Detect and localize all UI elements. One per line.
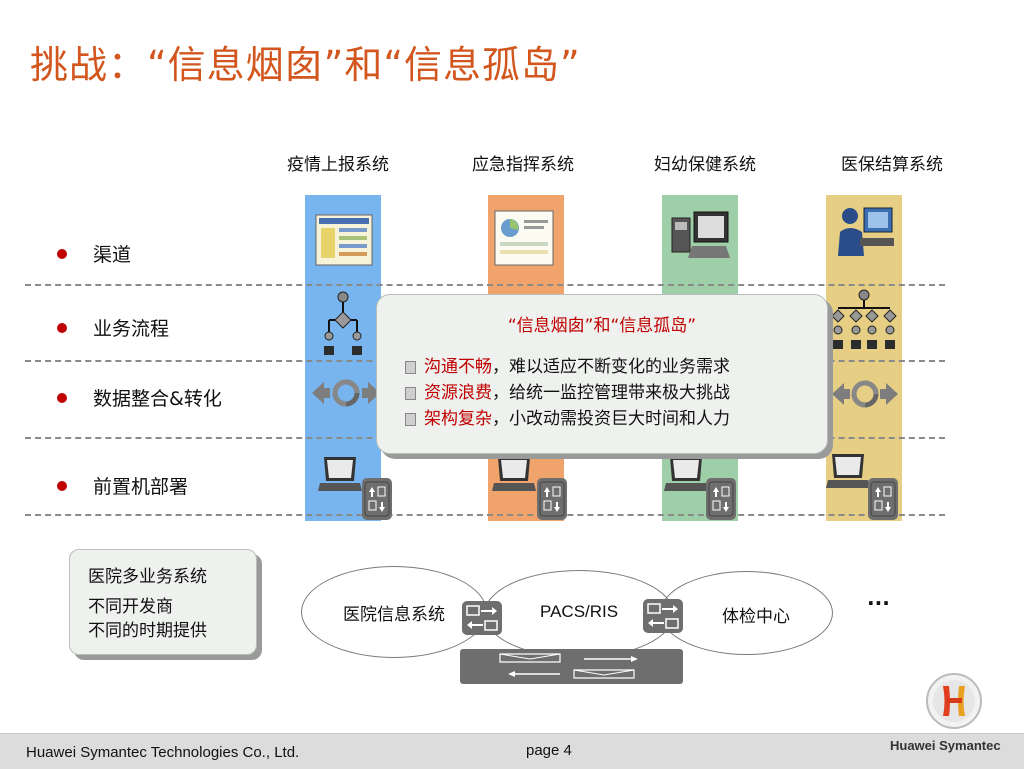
row-divider [25, 514, 945, 516]
document-bullet-icon [405, 360, 416, 374]
laptop-icon [318, 455, 362, 499]
document-bullet-icon [405, 386, 416, 400]
his-label: 医院信息系统 [343, 605, 445, 625]
bullet-dot-icon [57, 480, 67, 491]
laptop-icon [826, 452, 870, 496]
bullet-dot-icon [57, 392, 67, 403]
footer-bar [0, 733, 1024, 769]
huawei-symantec-logo-icon [924, 672, 984, 734]
document-bullet-icon [405, 412, 416, 426]
callout-item-key: 沟通不畅 [424, 357, 492, 377]
callout-box: “信息烟囱”和“信息孤岛” 沟通不畅，难以适应不断变化的业务需求 资源浪费，给统… [376, 294, 828, 454]
callout-item-key: 架构复杂 [424, 409, 492, 429]
row-label-process: 业务流程 [57, 314, 169, 341]
row-label-text: 前置机部署 [93, 476, 189, 498]
checkup-label: 体检中心 [722, 607, 790, 627]
row-label-text: 业务流程 [93, 318, 170, 340]
column-header-maternal: 妇幼保健系统 [654, 155, 756, 175]
message-gateway-icon [706, 478, 736, 520]
page-title: 挑战：“信息烟囱”和“信息孤岛” [30, 43, 581, 87]
computer-terminal-icon [670, 206, 732, 270]
callout-item: 架构复杂，小改动需投资巨大时间和人力 [405, 404, 730, 429]
row-label-text: 渠道 [93, 244, 132, 266]
message-gateway-icon [461, 600, 503, 640]
row-divider [25, 284, 945, 286]
hospital-box-title: 医院多业务系统 [88, 567, 207, 587]
hospital-systems-box: 医院多业务系统 不同开发商 不同的时期提供 [69, 549, 257, 655]
callout-title: “信息烟囱”和“信息孤岛” [507, 316, 697, 336]
message-gateway-icon [642, 598, 684, 638]
callout-item-text: ，小改动需投资巨大时间和人力 [492, 409, 730, 429]
bullet-dot-icon [57, 248, 67, 259]
callout-item-text: ，给统一监控管理带来极大挑战 [492, 383, 730, 403]
callout-item: 沟通不畅，难以适应不断变化的业务需求 [405, 352, 730, 377]
row-label-text: 数据整合&转化 [93, 388, 222, 410]
monitor-screenshot-icon [315, 214, 373, 270]
hospital-box-line: 不同的时期提供 [88, 621, 207, 641]
callout-item: 资源浪费，给统一监控管理带来极大挑战 [405, 378, 730, 403]
footer-page-number: page 4 [526, 742, 572, 759]
row-label-channel: 渠道 [57, 240, 131, 267]
message-bus-bar [460, 649, 683, 684]
more-systems-ellipsis: ... [867, 586, 890, 610]
user-at-computer-icon [834, 202, 896, 262]
message-gateway-icon [868, 478, 898, 520]
column-header-insurance: 医保结算系统 [841, 155, 943, 175]
footer-brand: Huawei Symantec [890, 738, 1001, 753]
column-header-epidemic: 疫情上报系统 [287, 155, 389, 175]
workflow-tree-icon [830, 288, 900, 358]
hospital-box-line: 不同开发商 [88, 597, 173, 617]
callout-item-text: ，难以适应不断变化的业务需求 [492, 357, 730, 377]
workflow-tree-icon [323, 290, 363, 360]
laptop-icon [492, 455, 536, 499]
pacs-label: PACS/RIS [540, 602, 619, 621]
message-gateway-icon [537, 478, 567, 520]
callout-item-key: 资源浪费 [424, 383, 492, 403]
sync-arrows-icon [310, 374, 382, 416]
footer-company: Huawei Symantec Technologies Co., Ltd. [26, 744, 300, 761]
bullet-dot-icon [57, 322, 67, 333]
message-gateway-icon [362, 478, 392, 520]
monitor-screenshot-icon [494, 210, 554, 270]
laptop-icon [664, 455, 708, 499]
row-label-deployment: 前置机部署 [57, 472, 188, 499]
column-header-emergency: 应急指挥系统 [472, 155, 574, 175]
sync-arrows-icon [830, 376, 900, 416]
row-label-integration: 数据整合&转化 [57, 384, 222, 411]
